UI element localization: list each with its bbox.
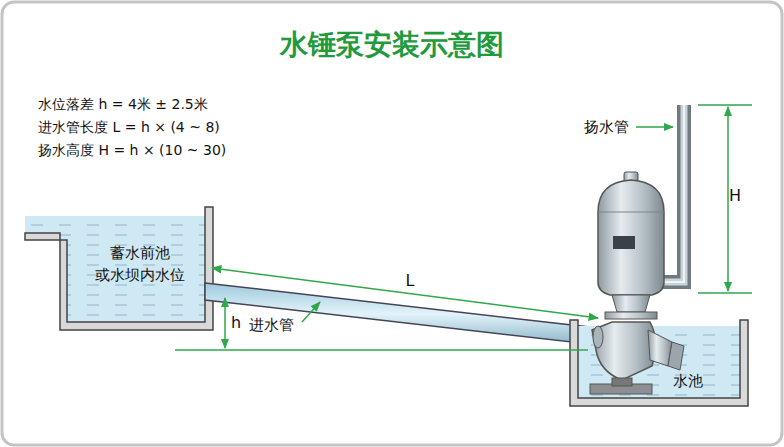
spec-note: 扬水高度 H = h × (10 ~ 30) <box>38 142 226 160</box>
part-name: 进水管 <box>249 316 294 335</box>
pool-region: 水池 <box>663 371 713 393</box>
pool-label: 蓄水前池 或水坝内水位 <box>70 243 210 287</box>
pool-region: 蓄水前池 或水坝内水位 <box>70 243 210 287</box>
dimension-label: h <box>231 313 241 332</box>
dimension-label: L <box>406 271 415 290</box>
pool-label: 水池 <box>663 371 713 393</box>
spec-note: 进水管长度 L = h × (4 ~ 8) <box>38 119 220 137</box>
dimension-label: H <box>729 186 741 205</box>
spec-note: 水位落差 h = 4米 ± 2.5米 <box>38 96 208 114</box>
part-name: 扬水管 <box>584 118 629 137</box>
diagram-title: 水锤泵安装示意图 <box>280 26 504 64</box>
